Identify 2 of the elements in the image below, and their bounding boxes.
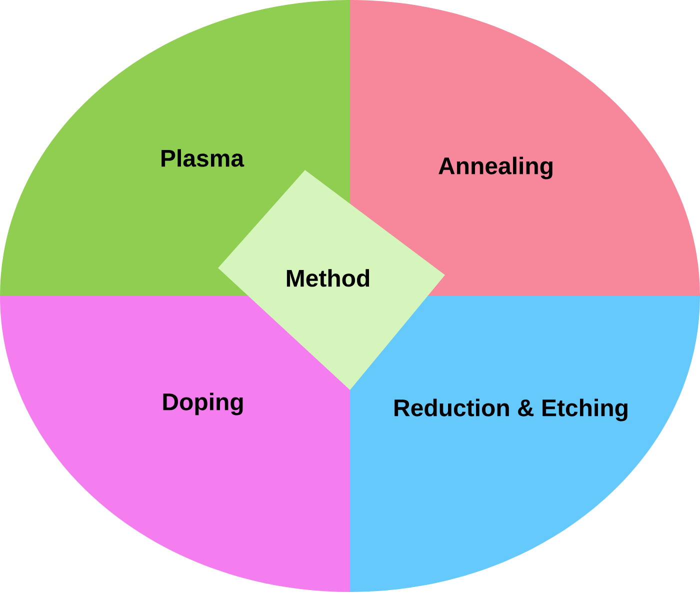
quadrant-sector: Doping [0,296,350,592]
quadrant-sector: Reduction & Etching [350,296,700,592]
